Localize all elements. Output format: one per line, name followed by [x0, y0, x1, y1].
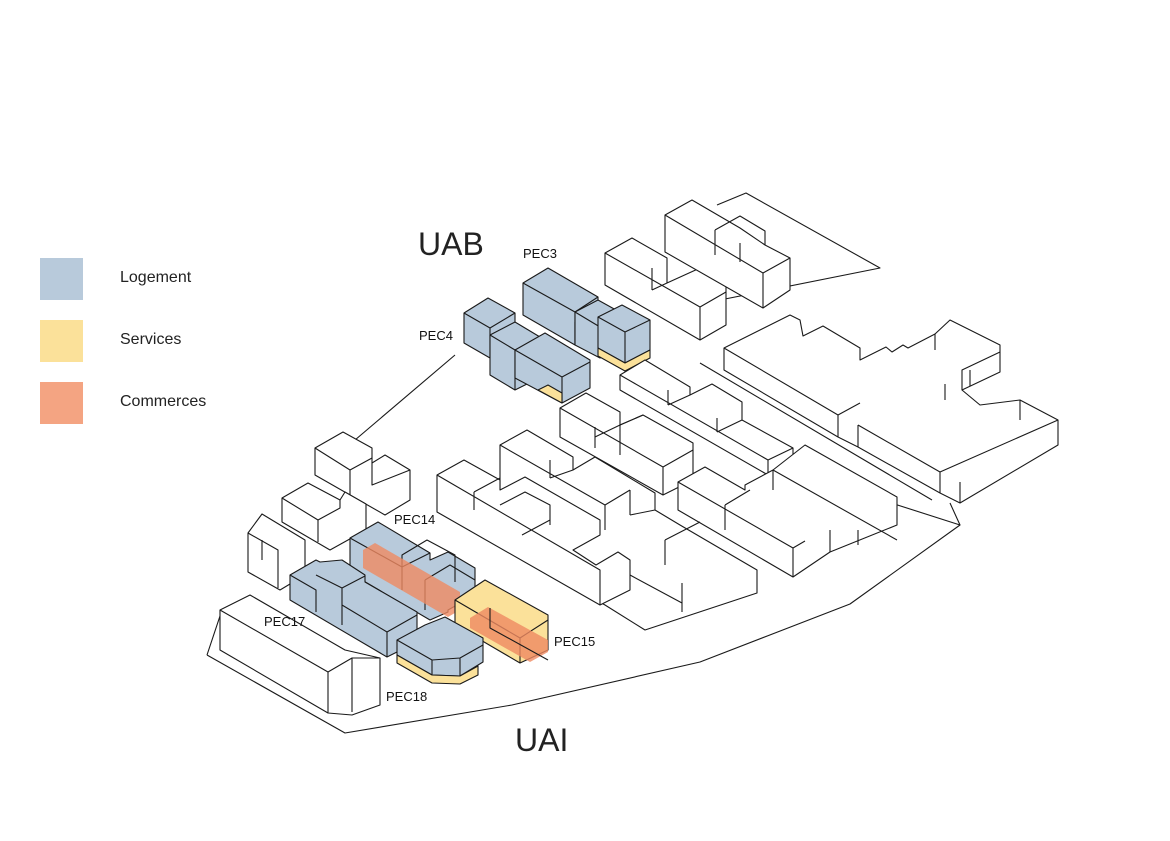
legend-item-logement: Logement: [40, 258, 280, 300]
building-pec18: [396, 616, 484, 685]
building-upper-2: [664, 199, 791, 309]
site-boundary-north: [716, 192, 881, 301]
building-pec17: [289, 559, 418, 658]
building-pec4: [463, 297, 591, 404]
legend-item-services: Services: [40, 320, 280, 362]
building-pec15: [454, 579, 549, 664]
parcel-label-pec14: PEC14: [394, 512, 436, 527]
legend-label-services: Services: [120, 331, 182, 348]
building-mid-north: [619, 359, 794, 476]
zone-label-uai: UAI: [515, 722, 569, 758]
legend-label-logement: Logement: [120, 269, 192, 286]
building-pec14: [349, 521, 476, 621]
site-boundary-east: [699, 362, 961, 526]
parcel-label-pec4: PEC4: [419, 328, 453, 343]
building-mid-north-2: [559, 392, 694, 496]
legend-swatch-logement: [40, 258, 83, 300]
building-east-row: [677, 444, 898, 578]
legend-swatch-services: [40, 320, 83, 362]
building-west-long: [436, 459, 631, 606]
parcel-label-pec3: PEC3: [523, 246, 557, 261]
building-south-west: [219, 594, 381, 716]
building-large-east: [723, 314, 1059, 504]
building-west-small-2: [281, 482, 367, 551]
parcel-label-pec18: PEC18: [386, 689, 428, 704]
zone-label-uab: UAB: [418, 226, 484, 262]
parcel-label-pec17: PEC17: [264, 614, 306, 629]
legend-swatch-commerces: [40, 382, 83, 424]
parcel-label-pec15: PEC15: [554, 634, 596, 649]
legend-item-commerces: Commerces: [40, 382, 280, 424]
building-pec3: [522, 267, 651, 372]
legend-label-commerces: Commerces: [120, 393, 207, 410]
